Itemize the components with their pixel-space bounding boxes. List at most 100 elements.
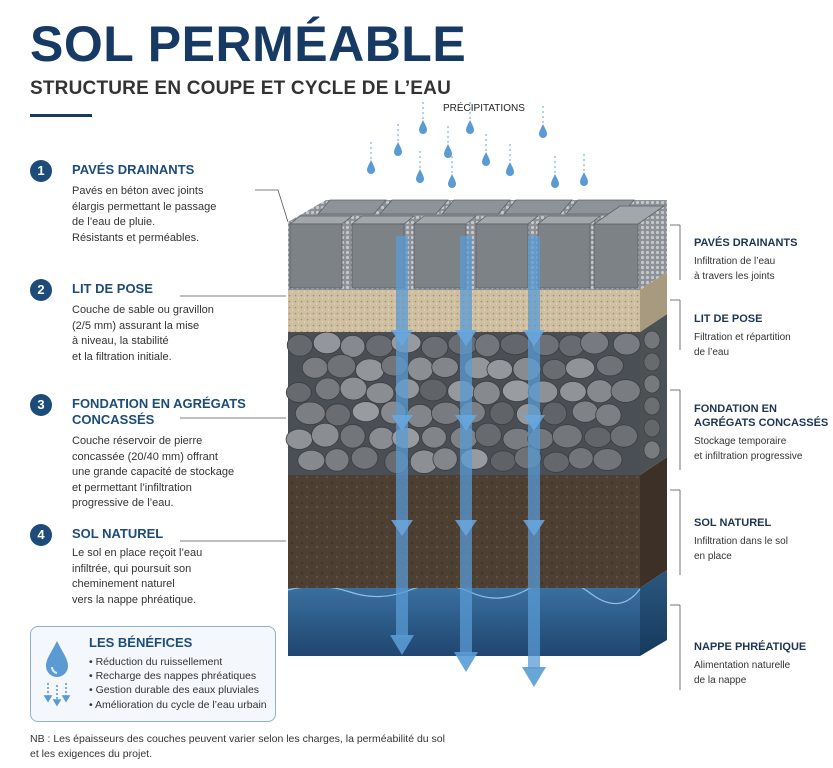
crushed-stone (472, 380, 501, 406)
right-label-foundation: FONDATION EN AGRÉGATS CONCASSÉS Stockage… (694, 402, 833, 464)
crushed-stone (474, 333, 501, 358)
crushed-stone (286, 334, 314, 357)
desc-line: à travers les joints (694, 271, 775, 282)
desc-line: Infiltration dans le sol (694, 536, 788, 547)
crushed-stone (643, 352, 661, 372)
heading-line: AGRÉGATS CONCASSÉS (694, 417, 829, 429)
leader-lines (180, 189, 681, 690)
crushed-stone (430, 401, 462, 425)
heading-line: FONDATION EN AGRÉGATS (72, 396, 246, 411)
right-label-natural-soil: SOL NATUREL Infiltration dans le sol en … (694, 516, 833, 564)
paver-block (537, 223, 591, 289)
right-label-bedding: LIT DE POSE Filtration et répartition de… (694, 312, 833, 360)
paver-block-top (592, 205, 666, 225)
benefits-list: Réduction du ruissellement Recharge des … (89, 655, 267, 712)
crushed-stone (324, 403, 351, 427)
title-underline (30, 114, 92, 117)
rain-drop-icon (539, 124, 547, 138)
rain-drop-icon (482, 152, 490, 166)
right-label-heading: PAVÉS DRAINANTS (694, 237, 798, 249)
rain-drop-icon (551, 174, 559, 188)
crushed-stone (365, 334, 394, 358)
crushed-stone (294, 401, 326, 426)
rain-drop-icon (419, 120, 427, 134)
precipitations-label: PRÉCIPITATIONS (443, 103, 525, 114)
crushed-stone (474, 422, 502, 448)
paver-block (289, 223, 343, 289)
infiltration-arrow-head (522, 667, 546, 687)
right-label-description: Infiltration dans le sol en place (694, 534, 833, 564)
crushed-stone (351, 401, 380, 423)
rain-drop-icon (466, 120, 474, 134)
crushed-stone (643, 440, 661, 460)
right-label-heading: FONDATION EN AGRÉGATS CONCASSÉS (694, 402, 833, 430)
desc-line: et infiltration progressive (694, 451, 803, 462)
desc-line: une grande capacité de stockage (72, 466, 235, 478)
infiltration-arrow-chevron (455, 415, 477, 431)
desc-line: Pavés en béton avec joints (72, 185, 204, 197)
infiltration-arrow-chevron (455, 330, 477, 346)
crushed-stone (612, 332, 641, 356)
desc-line: Couche réservoir de pierre (72, 435, 203, 447)
rain-drop-icon (367, 160, 375, 174)
drainage-pavers (288, 199, 666, 289)
water-surface (287, 579, 641, 605)
crushed-stone (559, 381, 587, 403)
infiltration-arrows (390, 236, 546, 687)
desc-line: cheminement naturel (72, 578, 175, 590)
heading-line: CONCASSÉS (72, 412, 155, 427)
rain-drop-icon (580, 172, 588, 186)
rain-drop-icon (444, 144, 452, 158)
desc-line: et permettant l’infiltration (72, 481, 192, 494)
left-item-heading: FONDATION EN AGRÉGATS CONCASSÉS (72, 396, 282, 428)
left-item-description: Le sol en place reçoit l’eau infiltrée, … (72, 546, 292, 608)
paver-block-top (350, 215, 416, 225)
paver-block-back (379, 199, 449, 215)
crushed-stone (571, 400, 599, 423)
right-label-description: Infiltration de l’eau à travers les join… (694, 254, 833, 284)
crushed-stone (407, 356, 434, 382)
crushed-stone (610, 379, 641, 403)
paver-block-top (536, 215, 602, 225)
left-item-heading: SOL NATUREL (72, 526, 164, 541)
desc-line: de la nappe (694, 675, 747, 686)
benefits-heading: LES BÉNÉFICES (89, 635, 193, 650)
infiltration-arrow-chevron (523, 415, 545, 431)
heading-line: FONDATION EN (694, 403, 777, 415)
rain-drop-icon (394, 142, 402, 156)
footnote-line: NB : Les épaisseurs des couches peuvent … (30, 733, 445, 745)
paver-block-top (288, 215, 354, 225)
benefit-item: Réduction du ruissellement (89, 655, 267, 669)
benefit-item: Gestion durable des eaux pluviales (89, 683, 267, 697)
crushed-stone (285, 428, 313, 450)
crushed-stone (580, 331, 609, 355)
desc-line: Infiltration de l’eau (694, 256, 776, 267)
crushed-stone (285, 382, 312, 403)
left-item-heading: LIT DE POSE (72, 281, 153, 296)
desc-line: élargis permettant le passage (72, 200, 217, 213)
footnote: NB : Les épaisseurs des couches peuvent … (30, 732, 590, 762)
rain-drop-icon (506, 162, 514, 176)
paver-block-top (412, 215, 478, 225)
desc-line: Le sol en place reçoit l’eau (72, 547, 203, 559)
crushed-stone (586, 379, 614, 404)
infiltration-arrow-shaft (528, 236, 540, 669)
right-label-heading: NAPPE PHRÉATIQUE (694, 641, 807, 653)
benefit-item: Amélioration du cycle de l’eau urbain (89, 698, 267, 712)
crushed-stone (596, 355, 624, 377)
infiltration-arrow-chevron (391, 520, 413, 536)
right-label-heading: SOL NATUREL (694, 517, 772, 529)
crushed-stone (568, 447, 594, 470)
infiltration-arrow-chevron (455, 520, 477, 536)
infiltration-arrow-head (454, 652, 478, 672)
desc-line: concassée (20/40 mm) offrant (72, 450, 218, 463)
crushed-stone (643, 396, 661, 416)
desc-line: de l’eau (694, 347, 730, 358)
desc-line: à niveau, la stabilité (72, 335, 169, 347)
paver-block (351, 223, 405, 289)
step-number-badge: 2 (30, 279, 52, 301)
crushed-stone (609, 424, 638, 448)
crushed-stone (486, 359, 513, 380)
left-item-heading: PAVÉS DRAINANTS (72, 162, 195, 177)
right-label-description: Filtration et répartition de l’eau (694, 330, 833, 360)
